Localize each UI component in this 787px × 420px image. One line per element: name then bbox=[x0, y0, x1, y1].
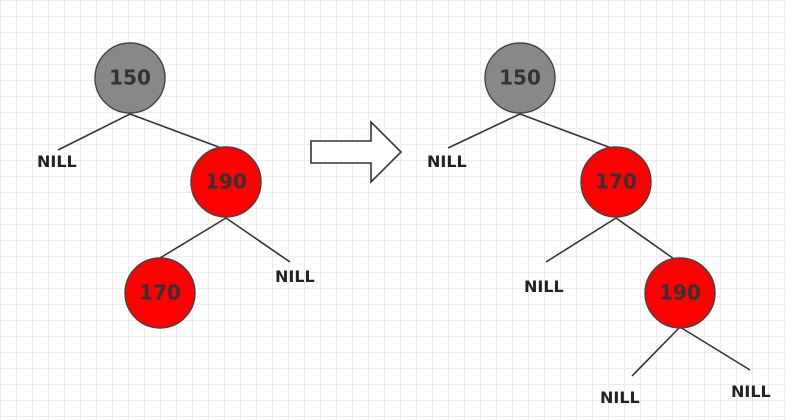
tree-node-190-red: 190 bbox=[190, 146, 262, 218]
node-circle-red bbox=[124, 257, 196, 329]
edge-150-nil bbox=[447, 113, 521, 149]
node-circle-red bbox=[580, 146, 652, 218]
nil-leaf-label: NILL bbox=[600, 388, 640, 407]
tree-node-170-red: 170 bbox=[124, 257, 196, 329]
edge-150-170 bbox=[519, 113, 623, 153]
tree-node-150-black: 150 bbox=[94, 42, 166, 114]
left-tree: 150 190 170 NILL NILL bbox=[37, 42, 315, 329]
node-circle-black bbox=[484, 42, 556, 114]
edge-170-190 bbox=[615, 217, 685, 267]
nil-leaf-label: NILL bbox=[37, 152, 77, 171]
node-label: 190 bbox=[205, 170, 247, 194]
tree-node-170-red: 170 bbox=[580, 146, 652, 218]
nil-leaf-label: NILL bbox=[524, 277, 564, 296]
nil-leaf-label: NILL bbox=[731, 382, 771, 401]
edge-190-170 bbox=[159, 217, 227, 259]
edge-190-nil bbox=[225, 217, 291, 263]
node-label: 170 bbox=[139, 281, 181, 305]
edge-190-nil-right bbox=[679, 326, 751, 371]
tree-node-190-red: 190 bbox=[644, 257, 716, 329]
edge-150-190 bbox=[129, 113, 233, 153]
node-circle-red bbox=[190, 146, 262, 218]
nil-leaf-label: NILL bbox=[427, 152, 467, 171]
edge-150-nil bbox=[57, 113, 131, 151]
edge-170-nil bbox=[545, 217, 617, 263]
edge-190-nil-left bbox=[631, 326, 681, 377]
tree-node-150-black: 150 bbox=[484, 42, 556, 114]
nil-leaf-label: NILL bbox=[275, 267, 315, 286]
node-circle-red bbox=[644, 257, 716, 329]
right-tree: 150 170 190 NILL NILL NILL NILL bbox=[427, 42, 771, 407]
right-arrow-icon bbox=[310, 120, 403, 184]
node-label: 170 bbox=[595, 170, 637, 194]
node-label: 150 bbox=[109, 66, 151, 90]
node-label: 190 bbox=[659, 281, 701, 305]
node-label: 150 bbox=[499, 66, 541, 90]
node-circle-black bbox=[94, 42, 166, 114]
